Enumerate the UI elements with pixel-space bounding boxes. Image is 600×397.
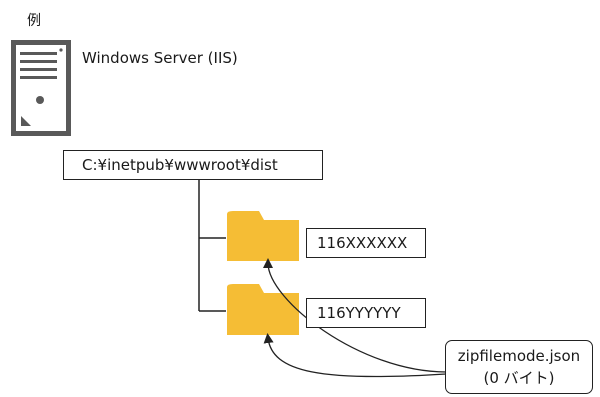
folder-icon: [227, 284, 299, 335]
folder-icon: [227, 211, 299, 261]
tree-connector-lines: [198, 180, 226, 312]
folder-label-116yyyyyy: 116YYYYYY: [306, 298, 426, 328]
file-to-folder-arrows: [263, 258, 447, 378]
server-icon: [11, 40, 71, 136]
caption-label: 例: [27, 13, 41, 29]
root-path-box: C:¥inetpub¥wwwroot¥dist: [63, 150, 323, 180]
folder-label-116xxxxxx: 116XXXXXX: [306, 228, 426, 258]
file-size: (0 バイト): [483, 369, 555, 387]
server-label: Windows Server (IIS): [82, 49, 238, 67]
file-callout: zipfilemode.json (0 バイト): [445, 340, 593, 394]
file-name: zipfilemode.json: [457, 347, 581, 365]
